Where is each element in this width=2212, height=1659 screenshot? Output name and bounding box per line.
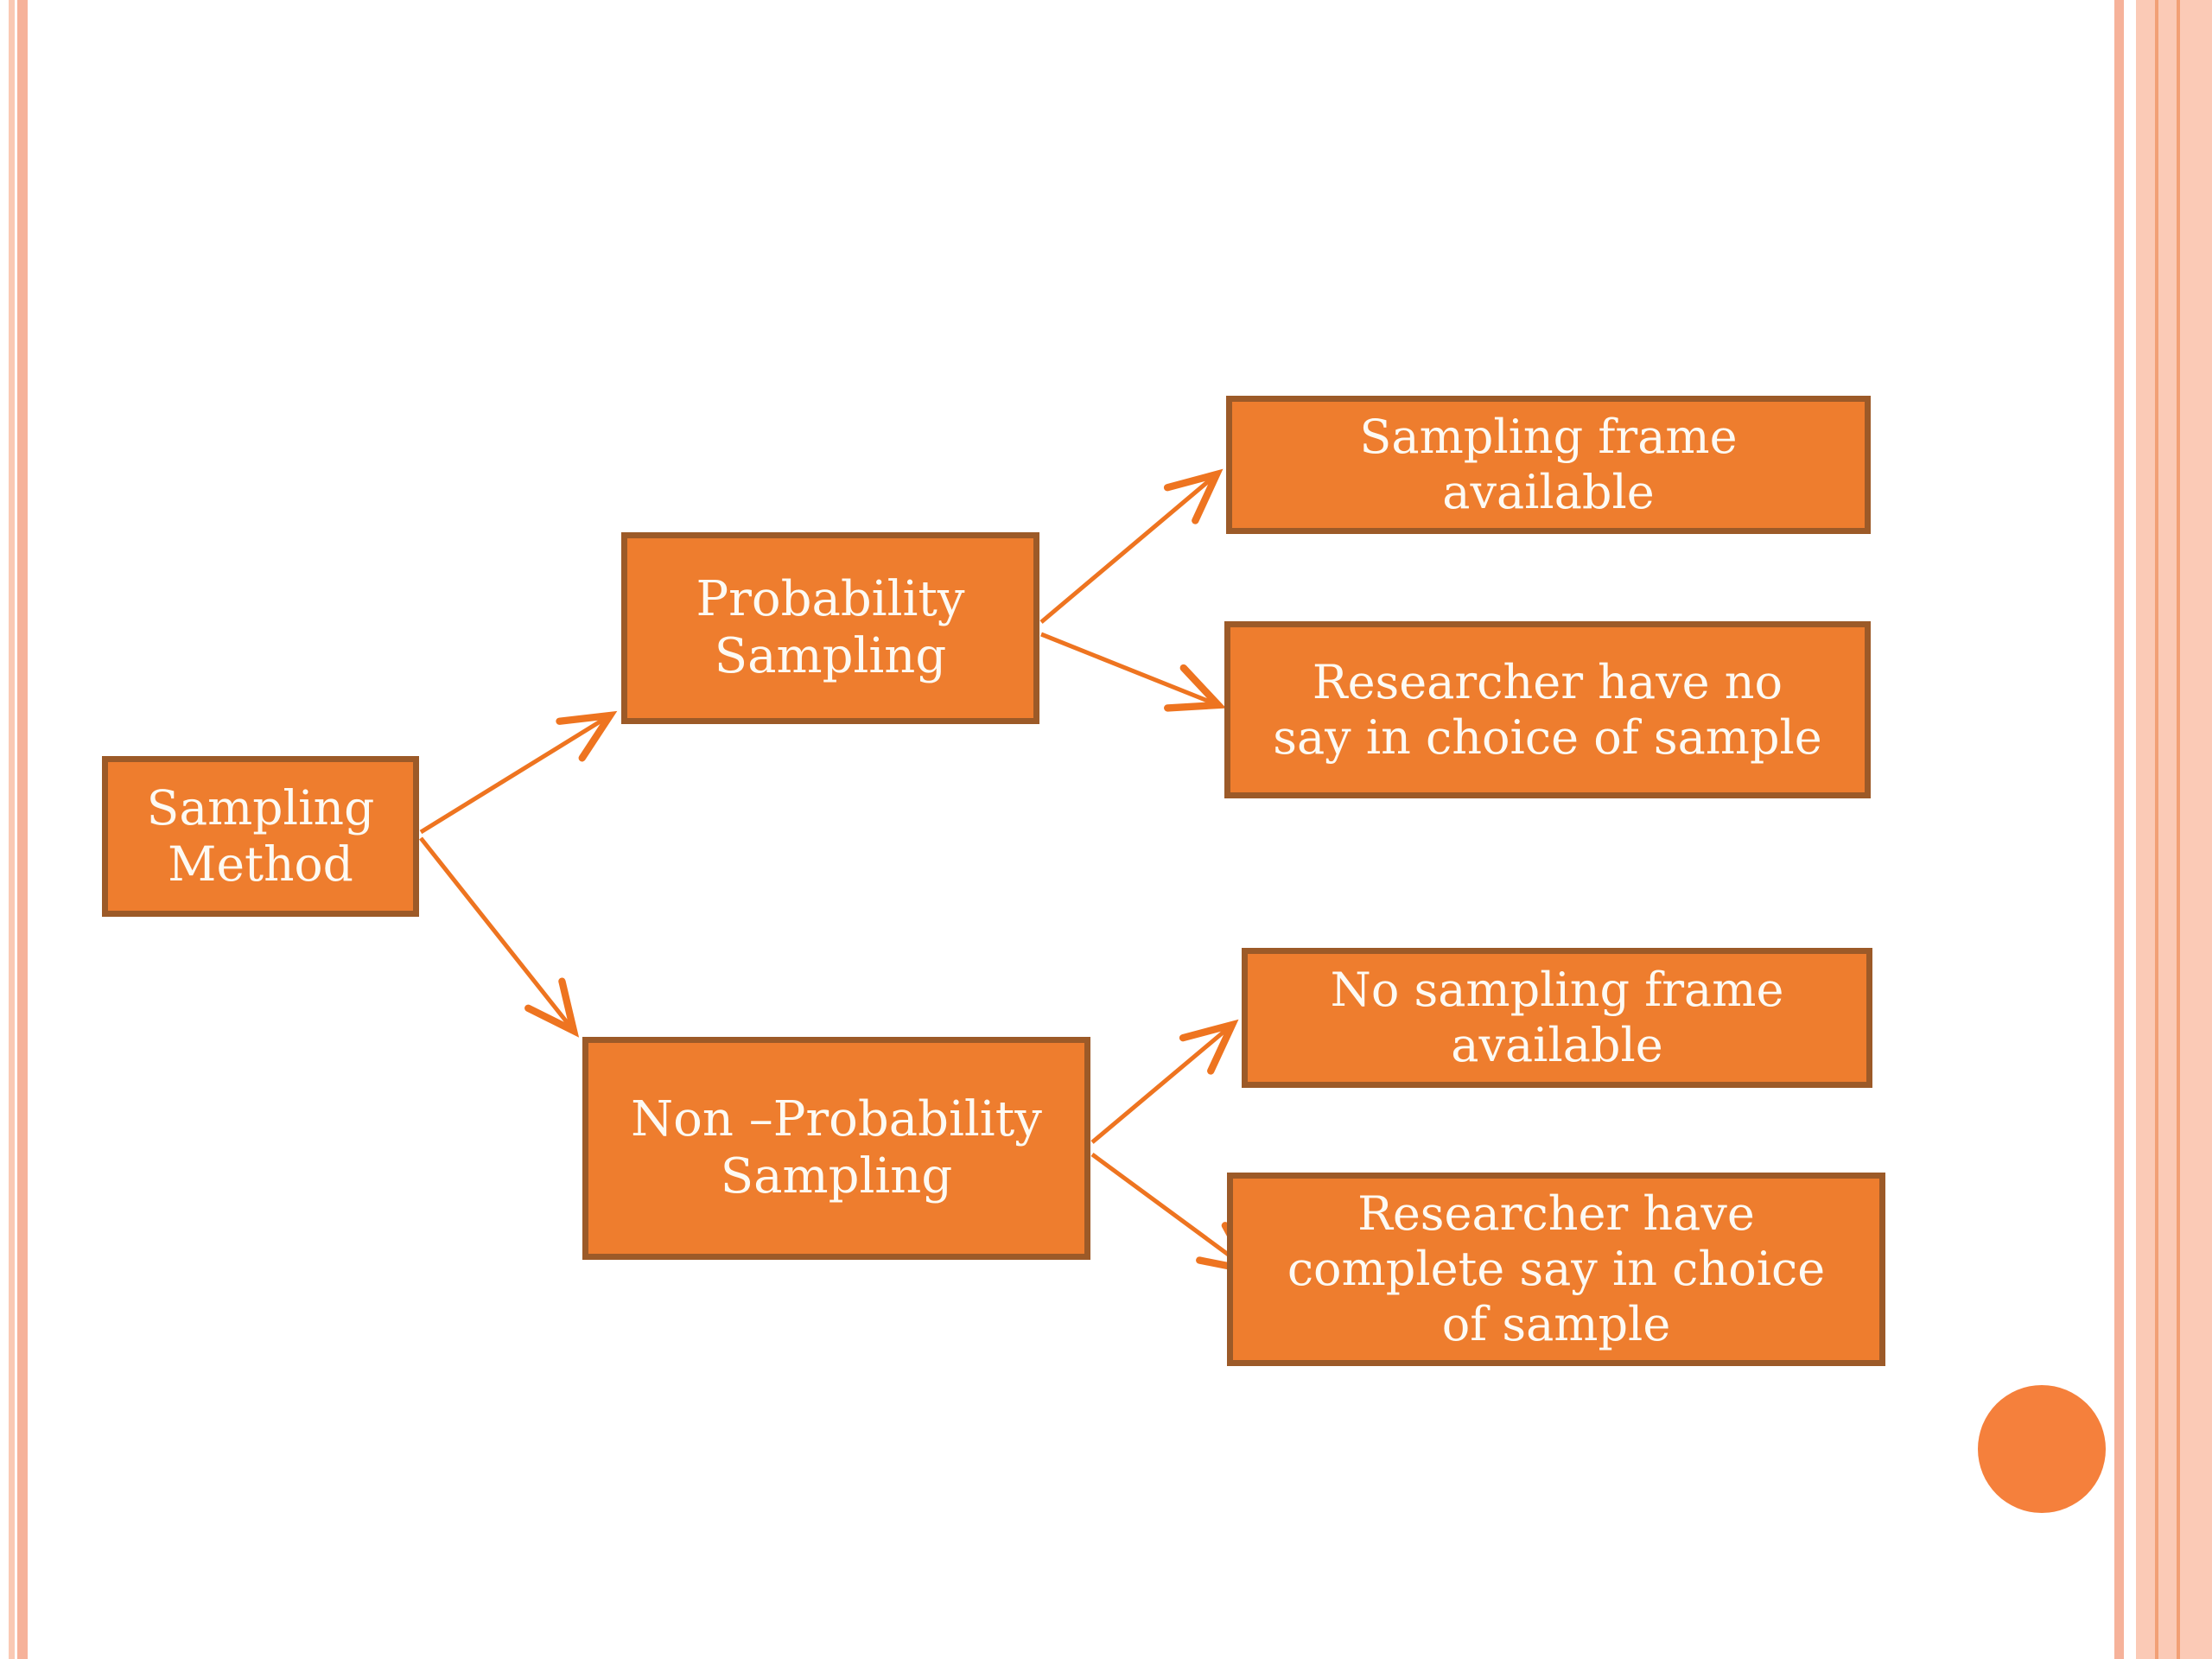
node-researcher-no-say: Researcher have no say in choice of samp… [1224,621,1871,798]
node-sampling-frame-available: Sampling frame available [1226,396,1871,534]
node-no-sampling-frame-label: No sampling frame available [1330,963,1784,1072]
node-no-sampling-frame: No sampling frame available [1242,948,1872,1088]
arrow-nonprobability-to-noframe [1090,1019,1239,1144]
node-researcher-no-say-label: Researcher have no say in choice of samp… [1273,654,1822,765]
arrow-probability-to-frame [1039,468,1224,624]
arrow-root-to-nonprobability [419,836,580,1038]
node-researcher-complete-say-label: Researcher have complete say in choice o… [1287,1186,1826,1351]
node-non-probability-sampling: Non –Probability Sampling [582,1037,1090,1260]
right-border-stripe-thin [2114,0,2124,1659]
right-border-band [2136,0,2212,1659]
node-non-probability-sampling-label: Non –Probability Sampling [631,1090,1042,1205]
node-sampling-frame-available-label: Sampling frame available [1359,410,1738,519]
arrow-nonprobability-to-completesay [1090,1152,1256,1275]
node-researcher-complete-say: Researcher have complete say in choice o… [1227,1173,1885,1366]
node-probability-sampling-label: Probability Sampling [696,570,965,684]
arrow-probability-to-nosay [1040,632,1227,712]
right-border-accent-line [2155,0,2158,1659]
left-border-stripe-wide [17,0,28,1659]
node-sampling-method: Sampling Method [102,756,419,917]
left-border-stripe-thin [9,0,15,1659]
arrow-root-to-probability [419,710,618,835]
node-sampling-method-label: Sampling Method [146,780,375,892]
node-probability-sampling: Probability Sampling [621,532,1039,724]
slide-accent-circle [1978,1385,2106,1513]
right-border-accent-line [2177,0,2180,1659]
